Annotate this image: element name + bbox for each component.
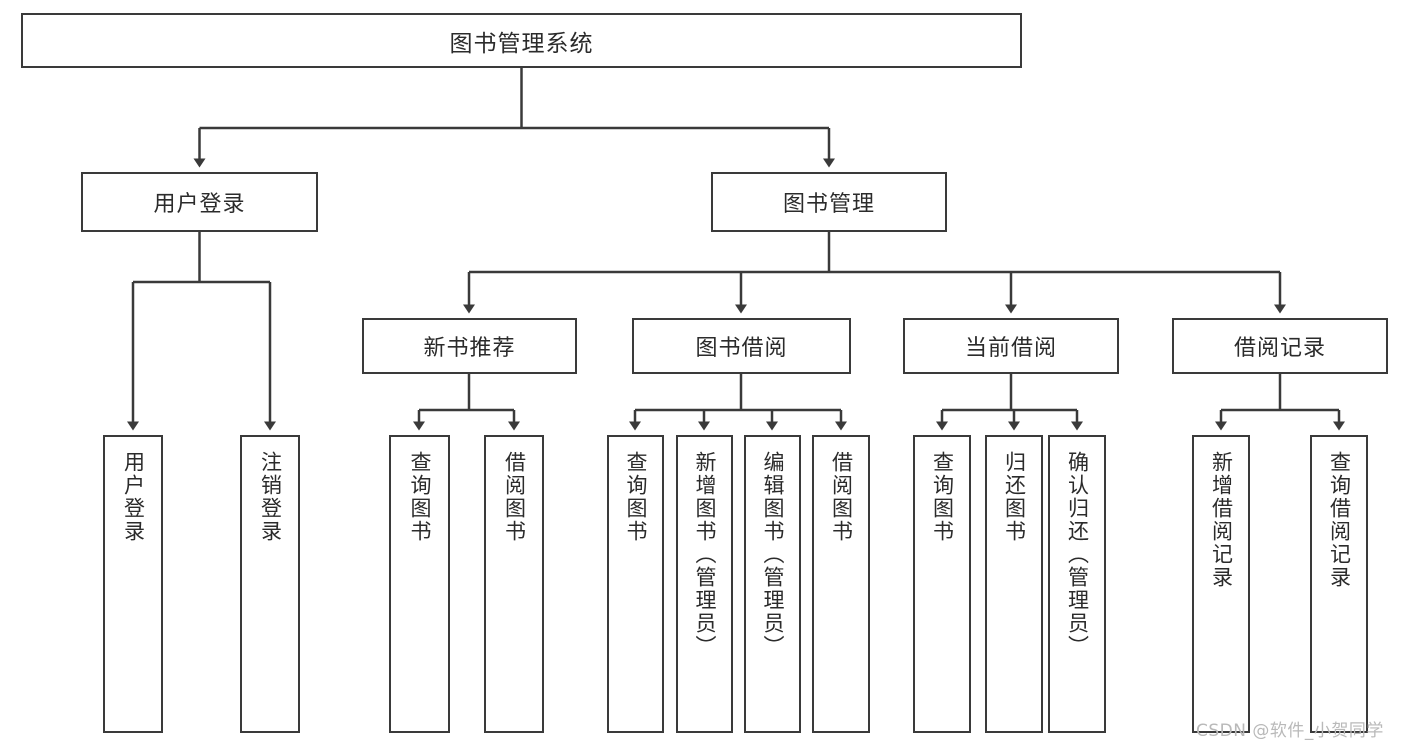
node-current-borrow[interactable]: 当前借阅 (903, 318, 1119, 374)
leaf-edit-book-admin[interactable]: 编辑图书（管理员） (744, 435, 801, 733)
leaf-add-borrow-record-label: 新增借阅记录 (1209, 451, 1234, 589)
leaf-confirm-return-admin-label: 确认归还（管理员） (1065, 451, 1090, 658)
leaf-add-book-admin-label: 新增图书（管理员） (692, 451, 717, 658)
node-new-book-recommend[interactable]: 新书推荐 (362, 318, 577, 374)
leaf-query-book-borrow-label: 查询图书 (623, 451, 648, 543)
leaf-query-book-current-label: 查询图书 (930, 451, 955, 543)
leaf-edit-book-admin-label: 编辑图书（管理员） (760, 451, 785, 658)
leaf-borrow-book[interactable]: 借阅图书 (812, 435, 870, 733)
node-book-management-label: 图书管理 (782, 192, 875, 217)
leaf-logout[interactable]: 注销登录 (240, 435, 300, 733)
node-book-borrow[interactable]: 图书借阅 (632, 318, 851, 374)
leaf-query-book-recommend-label: 查询图书 (407, 451, 432, 543)
leaf-query-borrow-record[interactable]: 查询借阅记录 (1310, 435, 1368, 733)
node-new-book-recommend-label: 新书推荐 (423, 336, 516, 361)
leaf-borrow-book-label: 借阅图书 (829, 451, 854, 543)
leaf-add-book-admin[interactable]: 新增图书（管理员） (676, 435, 733, 733)
leaf-borrow-book-recommend[interactable]: 借阅图书 (484, 435, 544, 733)
node-book-borrow-label: 图书借阅 (695, 336, 788, 361)
node-current-borrow-label: 当前借阅 (964, 336, 1057, 361)
node-user-login[interactable]: 用户登录 (81, 172, 318, 232)
csdn-watermark: CSDN @软件_小贺同学 (1196, 721, 1384, 741)
leaf-logout-label: 注销登录 (258, 451, 283, 543)
node-root-label: 图书管理系统 (449, 30, 594, 57)
node-book-management[interactable]: 图书管理 (711, 172, 947, 232)
leaf-query-book-borrow[interactable]: 查询图书 (607, 435, 664, 733)
leaf-user-login-label: 用户登录 (121, 451, 146, 543)
leaf-confirm-return-admin[interactable]: 确认归还（管理员） (1048, 435, 1106, 733)
leaf-add-borrow-record[interactable]: 新增借阅记录 (1192, 435, 1250, 733)
leaf-query-book-current[interactable]: 查询图书 (913, 435, 971, 733)
leaf-user-login[interactable]: 用户登录 (103, 435, 163, 733)
leaf-query-borrow-record-label: 查询借阅记录 (1327, 451, 1352, 589)
node-borrow-record-label: 借阅记录 (1233, 336, 1326, 361)
node-user-login-label: 用户登录 (153, 192, 246, 217)
node-borrow-record[interactable]: 借阅记录 (1172, 318, 1388, 374)
leaf-return-book-label: 归还图书 (1002, 451, 1027, 543)
leaf-borrow-book-recommend-label: 借阅图书 (502, 451, 527, 543)
leaf-query-book-recommend[interactable]: 查询图书 (389, 435, 450, 733)
node-root[interactable]: 图书管理系统 (21, 13, 1022, 68)
leaf-return-book[interactable]: 归还图书 (985, 435, 1043, 733)
